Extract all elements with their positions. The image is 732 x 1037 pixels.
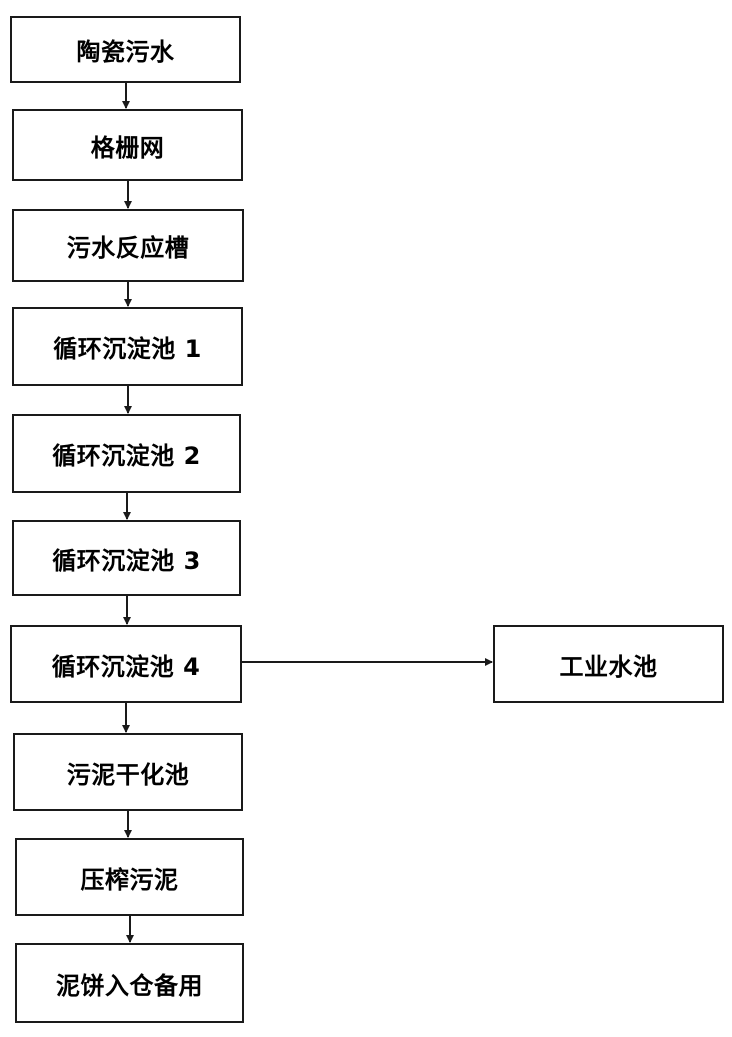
- node-reaction-tank: 污水反应槽: [12, 209, 244, 282]
- node-settling-tank-3: 循环沉淀池 3: [12, 520, 241, 596]
- node-ceramic-wastewater: 陶瓷污水: [10, 16, 241, 83]
- node-grille-screen: 格栅网: [12, 109, 243, 181]
- node-settling-tank-4: 循环沉淀池 4: [10, 625, 242, 703]
- node-press-sludge: 压榨污泥: [15, 838, 244, 916]
- node-sludge-drying-pool: 污泥干化池: [13, 733, 243, 811]
- node-industrial-water-pool: 工业水池: [493, 625, 724, 703]
- node-settling-tank-1: 循环沉淀池 1: [12, 307, 243, 386]
- node-settling-tank-2: 循环沉淀池 2: [12, 414, 241, 493]
- node-mud-cake-storage: 泥饼入仓备用: [15, 943, 244, 1023]
